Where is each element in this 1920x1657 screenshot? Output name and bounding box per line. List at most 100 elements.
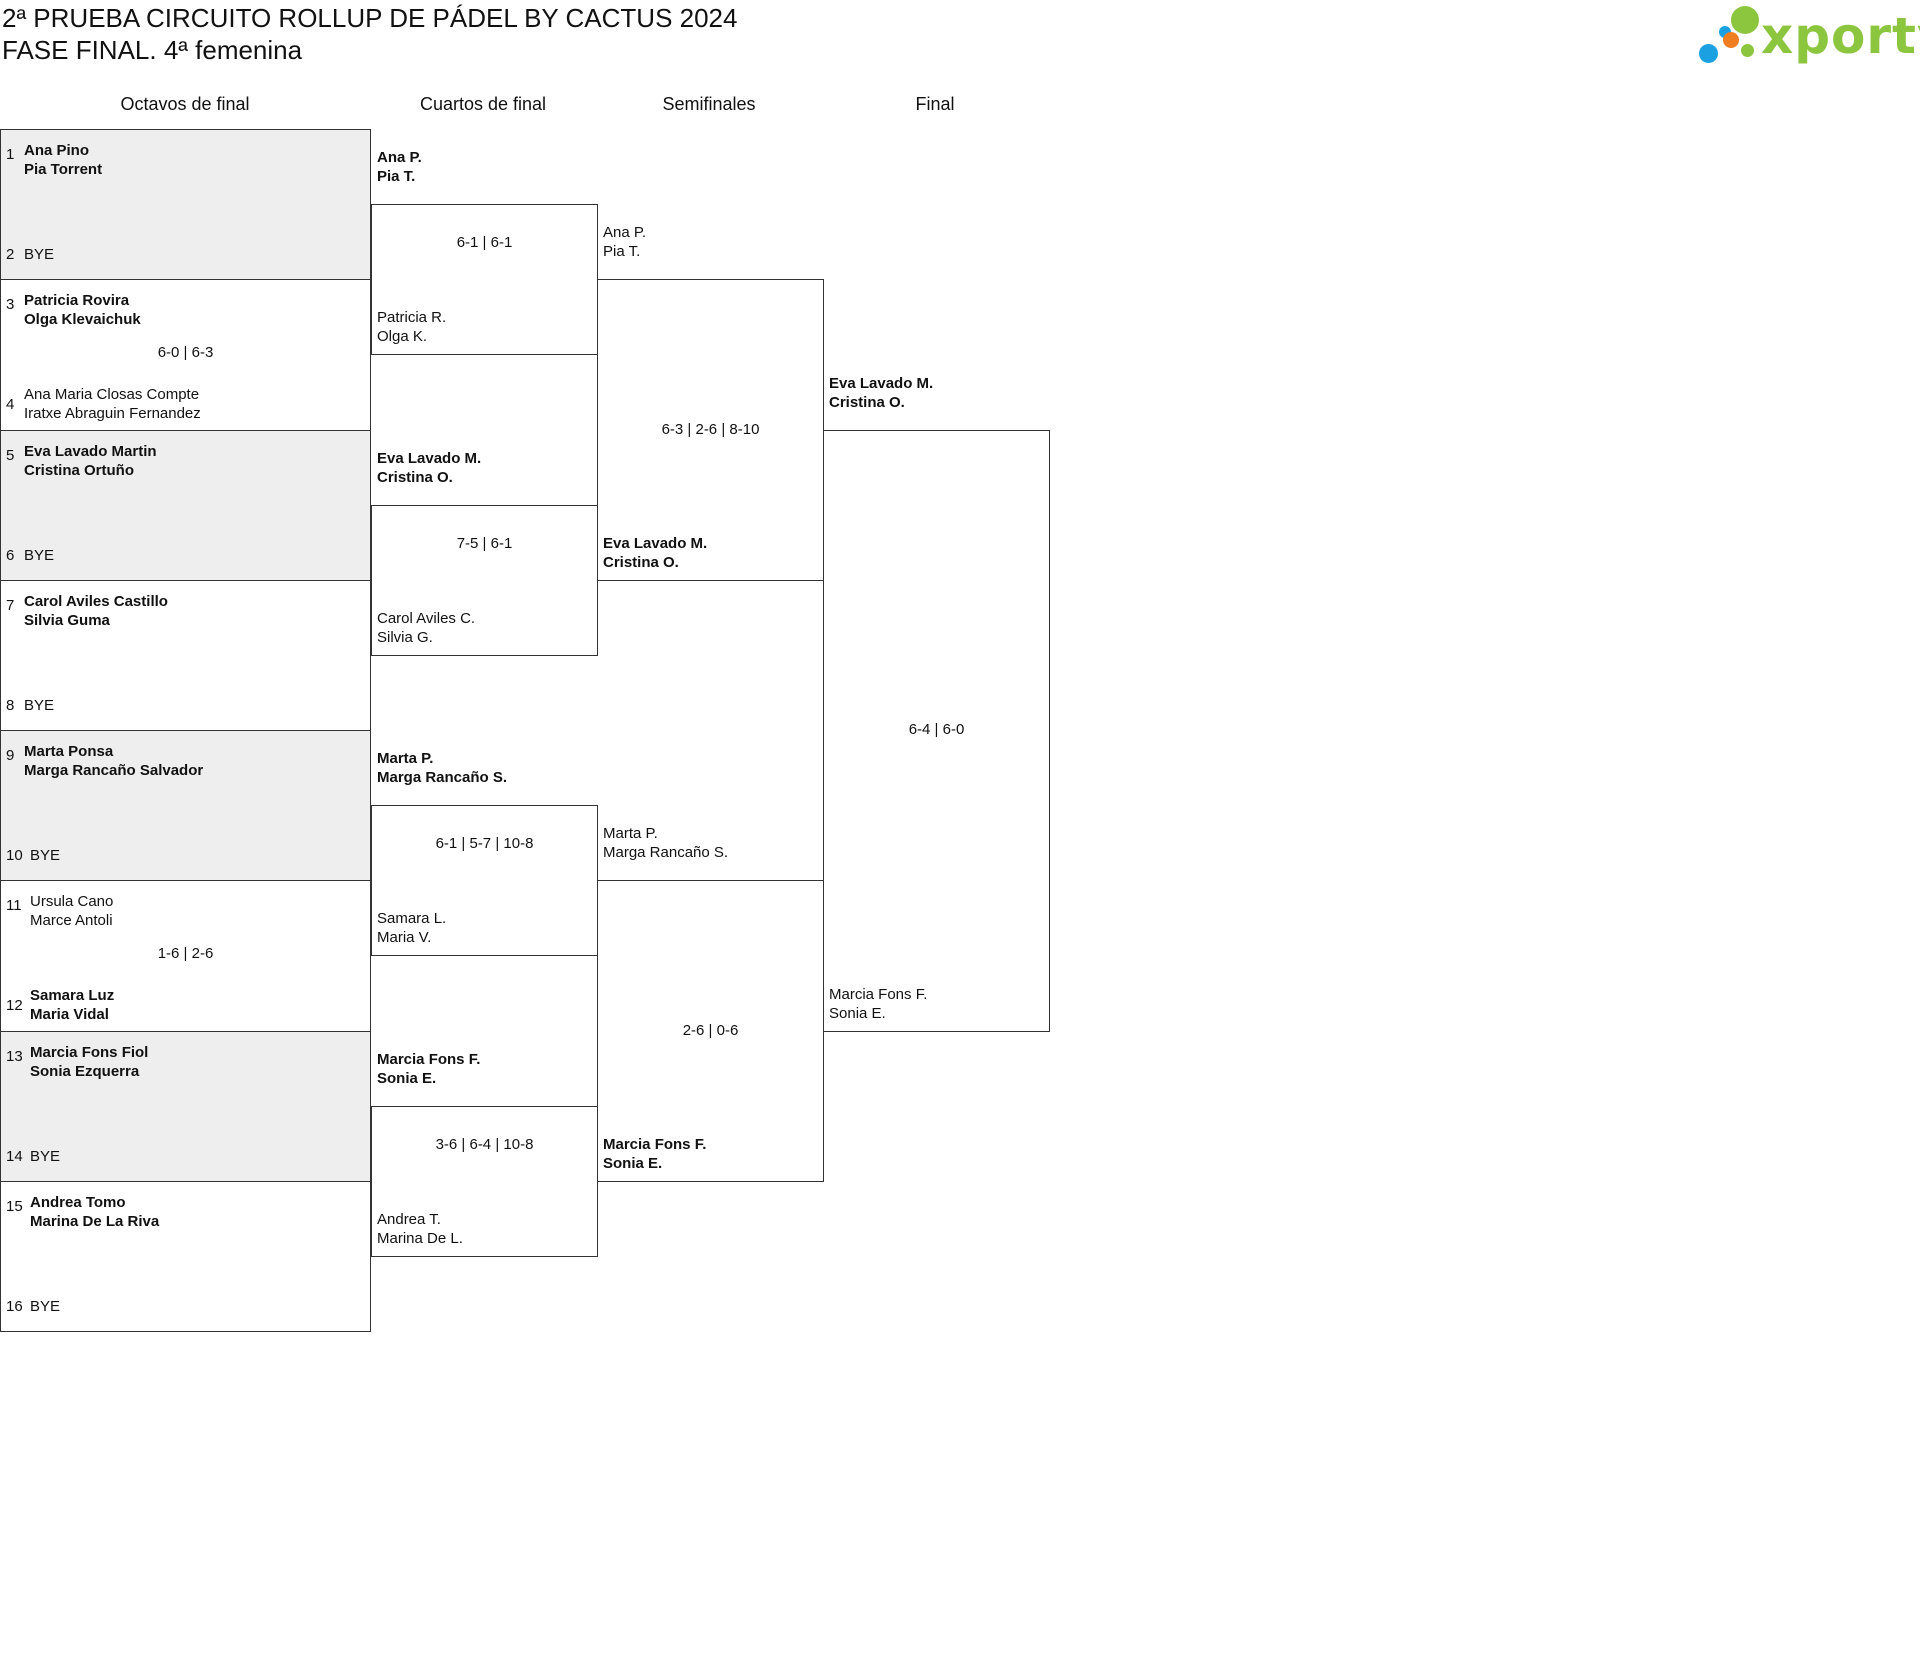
- team-entry: Carol Aviles C.Silvia G.: [377, 609, 475, 647]
- player-name: Sonia E.: [829, 1004, 886, 1022]
- seed-number: 9: [6, 747, 15, 764]
- player-name: Cristina O.: [829, 393, 905, 411]
- match-box-final: [823, 429, 1050, 1032]
- player-name: Samara L.: [377, 910, 447, 928]
- player-name: Eva Lavado M.: [603, 534, 708, 552]
- seed-number: 15: [6, 1197, 23, 1215]
- player-name: Marcia Fons F.: [603, 1135, 707, 1153]
- player-name: Olga K.: [377, 328, 428, 346]
- team-entry: BYE: [30, 1297, 60, 1316]
- team-entry: Marta P.Marga Rancaño S.: [377, 749, 507, 787]
- match-score: 1-6 | 2-6: [157, 945, 214, 963]
- team-entry: BYE: [24, 245, 54, 264]
- seed-number: 11: [6, 897, 22, 915]
- player-name: Marta P.: [603, 825, 658, 843]
- player-name: BYE: [30, 1147, 61, 1165]
- player-name: Marce Antoli: [30, 912, 113, 930]
- team-entry: BYE: [30, 1147, 60, 1166]
- team-entry: Ana P.Pia T.: [377, 148, 422, 186]
- team-entry: Marcia Fons F.Sonia E.: [603, 1135, 706, 1173]
- player-name: Patricia Rovira: [24, 292, 130, 310]
- seed-number: 6: [6, 546, 15, 564]
- match-score: 2-6 | 0-6: [682, 1021, 739, 1039]
- player-name: Andrea Tomo: [30, 1193, 126, 1211]
- player-name: Olga Klevaichuk: [24, 311, 141, 329]
- player-name: Andrea T.: [377, 1210, 441, 1228]
- player-name: Eva Lavado Martin: [24, 442, 157, 460]
- seed-number: 13: [6, 1047, 23, 1065]
- match-score: 6-3 | 2-6 | 8-10: [661, 420, 760, 438]
- team-entry: Andrea T.Marina De L.: [377, 1210, 463, 1248]
- player-name: Marta P.: [377, 750, 434, 768]
- team-entry: Ana P.Pia T.: [603, 223, 646, 261]
- match-score: 6-0 | 6-3: [157, 344, 214, 362]
- match-box-r16: [0, 1030, 371, 1182]
- page-subtitle: FASE FINAL. 4ª femenina: [2, 35, 303, 65]
- logo-dot-orange: [1723, 32, 1739, 48]
- player-name: Maria Vidal: [30, 1006, 109, 1024]
- match-score: 6-1 | 5-7 | 10-8: [435, 835, 534, 853]
- player-name: BYE: [24, 546, 55, 564]
- player-name: Ursula Cano: [30, 893, 114, 911]
- player-name: Silvia Guma: [24, 611, 110, 629]
- team-entry: Samara L.Maria V.: [377, 909, 446, 947]
- player-name: Carol Aviles Castillo: [24, 592, 168, 610]
- match-box-r16: [0, 129, 371, 281]
- player-name: Cristina Ortuño: [24, 461, 135, 479]
- logo-dot-green-small: [1741, 44, 1754, 57]
- player-name: Marga Rancaño S.: [377, 769, 508, 787]
- player-name: Pia T.: [377, 168, 416, 186]
- player-name: Patricia R.: [377, 309, 447, 327]
- player-name: Marcia Fons F.: [377, 1050, 481, 1068]
- player-name: Pia T.: [603, 243, 641, 261]
- player-name: Marga Rancaño S.: [603, 844, 729, 862]
- team-entry: Marta P.Marga Rancaño S.: [603, 824, 728, 862]
- match-score: 6-1 | 6-1: [456, 234, 513, 252]
- player-name: Samara Luz: [30, 987, 115, 1005]
- player-name: Maria V.: [377, 929, 432, 947]
- match-score: 3-6 | 6-4 | 10-8: [435, 1135, 534, 1153]
- match-box-r16: [0, 1180, 371, 1332]
- player-name: Marta Ponsa: [24, 743, 114, 760]
- round-header-final: Final: [915, 94, 955, 114]
- match-score: 6-4 | 6-0: [908, 721, 965, 738]
- player-name: BYE: [30, 1297, 61, 1315]
- player-name: Ana P.: [603, 224, 647, 242]
- seed-number: 7: [6, 596, 15, 614]
- seed-number: 2: [6, 246, 15, 263]
- player-name: Marina De La Riva: [30, 1212, 160, 1230]
- seed-number: 16: [6, 1297, 23, 1315]
- logo-dot-green: [1731, 6, 1759, 34]
- team-entry: Eva Lavado M.Cristina O.: [377, 449, 481, 487]
- round-header-octavos: Octavos de final: [120, 94, 250, 114]
- match-score: 7-5 | 6-1: [456, 534, 513, 552]
- team-entry: Marcia Fons F.Sonia E.: [377, 1050, 480, 1088]
- logo-wordmark: xporty: [1761, 7, 1920, 65]
- team-entry: BYE: [30, 846, 60, 865]
- player-name: Sonia Ezquerra: [30, 1062, 140, 1080]
- seed-number: 5: [6, 446, 15, 464]
- player-name: Sonia E.: [603, 1154, 663, 1172]
- team-entry: BYE: [24, 696, 54, 715]
- player-name: Eva Lavado M.: [829, 374, 934, 392]
- seed-number: 3: [6, 296, 15, 314]
- seed-number: 4: [6, 396, 15, 414]
- player-name: Iratxe Abraguin Fernandez: [24, 405, 201, 423]
- player-name: Ana Maria Closas Compte: [24, 386, 200, 404]
- player-name: Eva Lavado M.: [377, 449, 482, 467]
- player-name: Sonia E.: [377, 1069, 437, 1087]
- player-name: Cristina O.: [377, 468, 453, 486]
- match-box-r16: [0, 730, 371, 882]
- team-entry: Eva Lavado M.Cristina O.: [603, 534, 707, 572]
- player-name: Marcia Fons Fiol: [30, 1043, 149, 1061]
- player-name: Pia Torrent: [24, 161, 103, 178]
- seed-number: 14: [6, 1147, 23, 1165]
